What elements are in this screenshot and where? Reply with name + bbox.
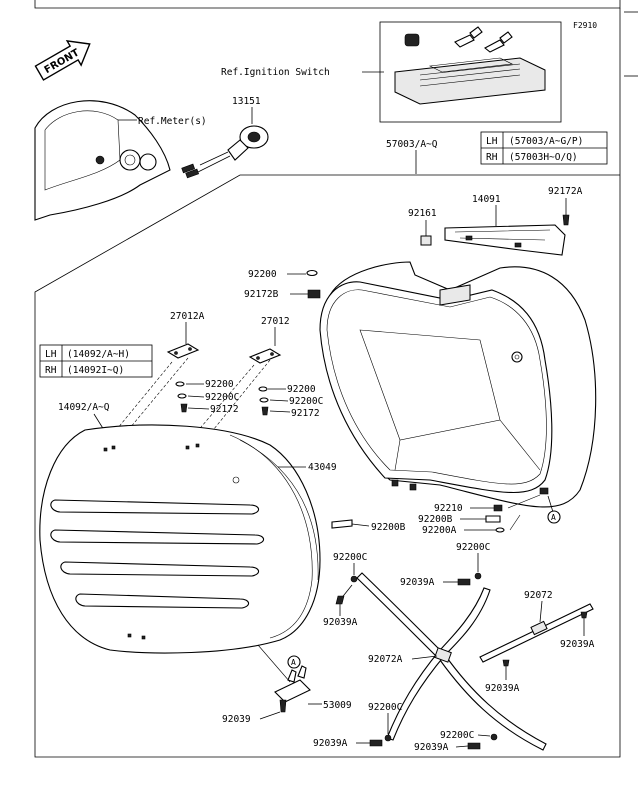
label-57003: 57003/A~Q: [386, 139, 438, 150]
ref-ignition-switch-label: Ref.Ignition Switch: [221, 67, 330, 78]
part-14092-pannier-lid: [39, 424, 321, 654]
label-53009: 53009: [323, 700, 352, 711]
callout-a-upper: A: [551, 513, 556, 522]
label-92172-left: 92172: [210, 404, 239, 415]
label-13151: 13151: [232, 96, 261, 107]
part-92072A-strap: [356, 572, 547, 751]
label-92200B-right: 92200B: [418, 514, 453, 525]
variant-table-57003: LH (57003/A~G/P) RH (57003H~O/Q): [480, 131, 608, 165]
label-92200C-right: 92200C: [289, 396, 323, 407]
label-92172B: 92172B: [244, 289, 279, 300]
hardware-left-stack: [175, 381, 188, 413]
front-arrow: FRONT: [34, 39, 91, 81]
table-row-side: LH: [486, 136, 498, 147]
label-92200C-midleft: 92200C: [333, 552, 367, 563]
table-row-side: LH: [45, 349, 57, 360]
label-92161: 92161: [408, 208, 437, 219]
label-92172-right: 92172: [291, 408, 320, 419]
label-92200C-lowright: 92200C: [440, 730, 474, 741]
label-92072A: 92072A: [368, 654, 403, 665]
label-92039A-midleft: 92039A: [323, 617, 358, 628]
part-14091-hinge-cover: [444, 224, 566, 256]
label-92039A-midright: 92039A: [400, 577, 435, 588]
label-92200A: 92200A: [422, 525, 457, 536]
part-13151-ignition-cylinder: [181, 125, 269, 179]
label-27012A: 27012A: [170, 311, 205, 322]
table-row-code: (14092I~Q): [67, 365, 124, 376]
label-92200C-left: 92200C: [205, 392, 239, 403]
variant-table-14092: LH (14092/A~H) RH (14092I~Q): [39, 344, 153, 378]
table-row-code: (57003H~O/Q): [509, 152, 578, 163]
hardware-right-stack: [258, 386, 269, 416]
label-92039A-lowright: 92039A: [485, 683, 520, 694]
label-27012: 27012: [261, 316, 290, 327]
label-92200-upper: 92200: [248, 269, 277, 280]
part-57003-pannier-body: [319, 261, 597, 508]
table-row-code: (57003/A~G/P): [509, 136, 583, 147]
ref-meter-label: Ref.Meter(s): [138, 116, 207, 127]
table-row-side: RH: [45, 365, 57, 376]
part-92072-strap: [479, 603, 594, 663]
label-92200-left: 92200: [205, 379, 234, 390]
table-row-code: (14092/A~H): [67, 349, 130, 360]
meter-reference: [34, 100, 171, 221]
label-92072: 92072: [524, 590, 553, 601]
figure-code: F2910: [573, 21, 597, 30]
label-92039: 92039: [222, 714, 251, 725]
label-92200C-lowleft: 92200C: [368, 702, 402, 713]
label-92039A-bottom: 92039A: [414, 742, 449, 753]
label-43049: 43049: [308, 462, 337, 473]
diagram-frame: [34, 0, 638, 758]
label-92210: 92210: [434, 503, 463, 514]
callout-a-lower: A: [291, 658, 296, 667]
label-14091: 14091: [472, 194, 501, 205]
label-92039A-lowleft: 92039A: [313, 738, 348, 749]
label-92172A: 92172A: [548, 186, 583, 197]
label-92039A-right: 92039A: [560, 639, 595, 650]
ignition-switch-reference: [379, 21, 562, 123]
label-92200C-midright: 92200C: [456, 542, 490, 553]
label-92200-right: 92200: [287, 384, 316, 395]
table-row-side: RH: [486, 152, 498, 163]
part-53009-bracket: [257, 644, 311, 713]
label-92200B-left: 92200B: [371, 522, 406, 533]
label-14092: 14092/A~Q: [58, 402, 110, 413]
